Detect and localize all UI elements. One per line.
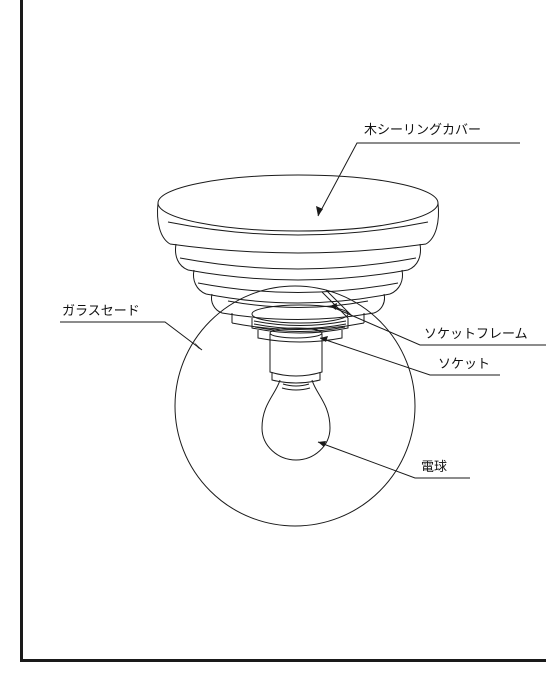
- leader-lines: [60, 142, 546, 479]
- arrowheads: [194, 206, 337, 447]
- label-socket-frame: ソケットフレーム: [424, 327, 528, 342]
- glass-shade: [174, 285, 416, 527]
- leader-frame: [329, 305, 546, 346]
- label-socket: ソケット: [438, 357, 491, 372]
- light-bulb: [261, 379, 331, 461]
- socket: [269, 327, 323, 384]
- socket-frame: [251, 289, 353, 343]
- label-glass-shade: ガラスセード: [62, 304, 140, 319]
- leader-shade: [60, 321, 203, 351]
- label-wood-ceiling-cover: 木シーリングカバー: [364, 123, 482, 138]
- wood-ceiling-cover: [157, 174, 439, 330]
- drawing-frame: [20, 0, 546, 662]
- label-light-bulb: 電球: [421, 460, 448, 475]
- leader-bulb: [317, 441, 470, 479]
- leader-cover: [317, 142, 520, 217]
- leader-socket: [319, 337, 500, 376]
